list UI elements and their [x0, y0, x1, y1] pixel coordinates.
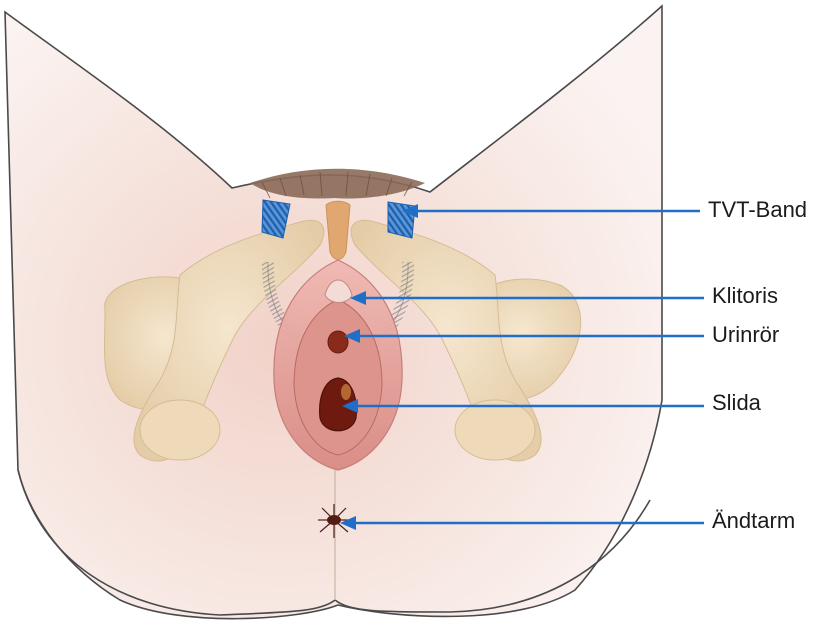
label-klitoris: Klitoris — [712, 285, 778, 307]
label-tvt-band: TVT-Band — [708, 199, 807, 221]
label-urinror: Urinrör — [712, 324, 779, 346]
vaginal-opening-highlight — [341, 384, 351, 400]
label-slida: Slida — [712, 392, 761, 414]
urethra — [328, 331, 348, 353]
label-andtarm: Ändtarm — [712, 510, 795, 532]
